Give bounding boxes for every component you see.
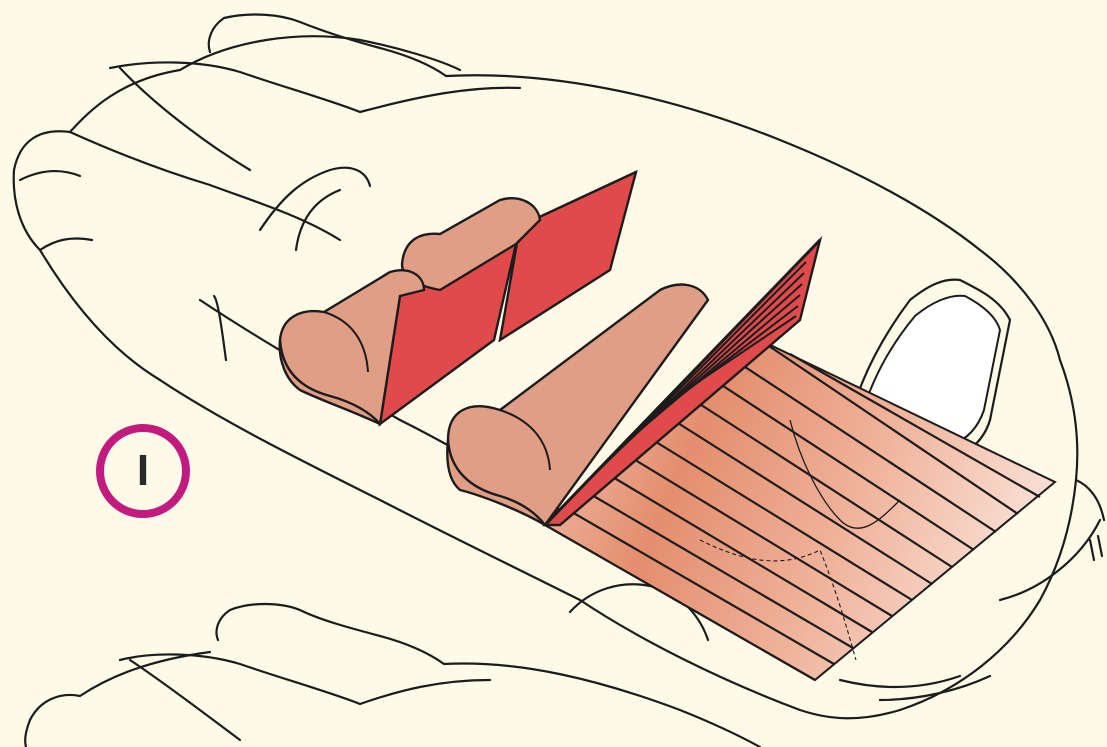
figure-number-label: I xyxy=(136,446,150,495)
figure-number-badge: I xyxy=(96,424,190,518)
rear-bench-cushion xyxy=(446,283,710,527)
front-seat-cushions xyxy=(278,197,542,426)
rear-folded-backrest xyxy=(542,235,823,527)
car-body-outline xyxy=(12,13,1106,720)
floor-slats xyxy=(544,339,1041,681)
front-seat-backrests xyxy=(378,169,638,427)
second-car-outline xyxy=(24,602,762,747)
